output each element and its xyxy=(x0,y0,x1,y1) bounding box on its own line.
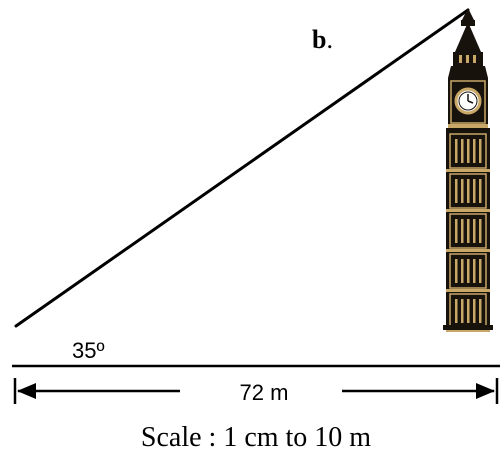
tower-panel-bar xyxy=(479,219,482,243)
tower-panel-bar xyxy=(467,259,470,283)
tower-band xyxy=(446,289,490,292)
tower-panel-bar xyxy=(467,219,470,243)
tower-panel-bar xyxy=(479,139,482,163)
tower-panel-bar xyxy=(455,219,458,243)
tower-panel-bar xyxy=(461,179,464,203)
dimension-line xyxy=(13,378,499,404)
tower-panel-bar xyxy=(479,259,482,283)
tower-panel-bar xyxy=(473,179,476,203)
angle-label: 35º xyxy=(72,338,105,363)
tower-panel-bar xyxy=(473,219,476,243)
part-label: b. xyxy=(312,25,333,54)
tower-base xyxy=(443,325,493,330)
tower-band xyxy=(446,169,490,172)
tower-panel-frame xyxy=(449,213,487,249)
tower-illustration xyxy=(443,8,493,332)
left-arrowhead xyxy=(17,383,36,399)
tower-panel-frame xyxy=(449,253,487,289)
tower-panel-bar xyxy=(467,179,470,203)
part-label-letter: b xyxy=(312,25,326,54)
tower-spire xyxy=(462,8,474,20)
tower-band xyxy=(446,209,490,212)
part-label-dot: . xyxy=(326,25,333,54)
tower-panel-bar xyxy=(473,139,476,163)
tower-panel-bar xyxy=(473,299,476,323)
tower-panel-bar xyxy=(467,299,470,323)
distance-label: 72 m xyxy=(240,380,289,405)
tower-panel-frame xyxy=(449,173,487,209)
tower-panel-bar xyxy=(479,299,482,323)
tower-panel-bar xyxy=(455,259,458,283)
right-arrowhead xyxy=(476,383,495,399)
tower-panel-bar xyxy=(461,219,464,243)
tower-band xyxy=(446,249,490,252)
tower-panels xyxy=(446,133,490,332)
tower-panel-bar xyxy=(455,139,458,163)
tower-panel-bar xyxy=(473,259,476,283)
tower-panel-bar xyxy=(479,179,482,203)
tower-panel-bar xyxy=(461,139,464,163)
tower-panel-bar xyxy=(455,179,458,203)
tower-band xyxy=(446,329,490,332)
tower-panel-bar xyxy=(455,299,458,323)
tower-panel-bar xyxy=(461,299,464,323)
tower-steeple xyxy=(455,22,481,52)
tower-panel-frame xyxy=(449,133,487,169)
scale-caption: Scale : 1 cm to 10 m xyxy=(141,422,371,453)
tower-panel-bar xyxy=(467,139,470,163)
sight-line xyxy=(14,8,470,328)
tower-panel-bar xyxy=(461,259,464,283)
